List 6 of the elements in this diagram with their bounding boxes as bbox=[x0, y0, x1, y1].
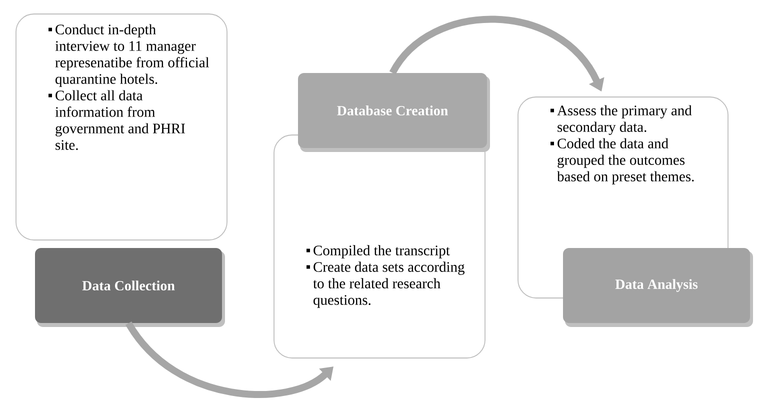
step-box: Database Creation bbox=[298, 73, 487, 148]
curved-arrow bbox=[126, 321, 334, 398]
text-box: Compiled the transcript Create data sets according to the related research questions. bbox=[274, 134, 486, 358]
step-box: Data Collection bbox=[35, 248, 222, 323]
step-box: Data Analysis bbox=[563, 248, 750, 323]
text-box: Conduct in-depth interview to 11 manager represenatibe from official quarantine hotels. Collect all data information from government and PHRI site. bbox=[16, 14, 228, 240]
